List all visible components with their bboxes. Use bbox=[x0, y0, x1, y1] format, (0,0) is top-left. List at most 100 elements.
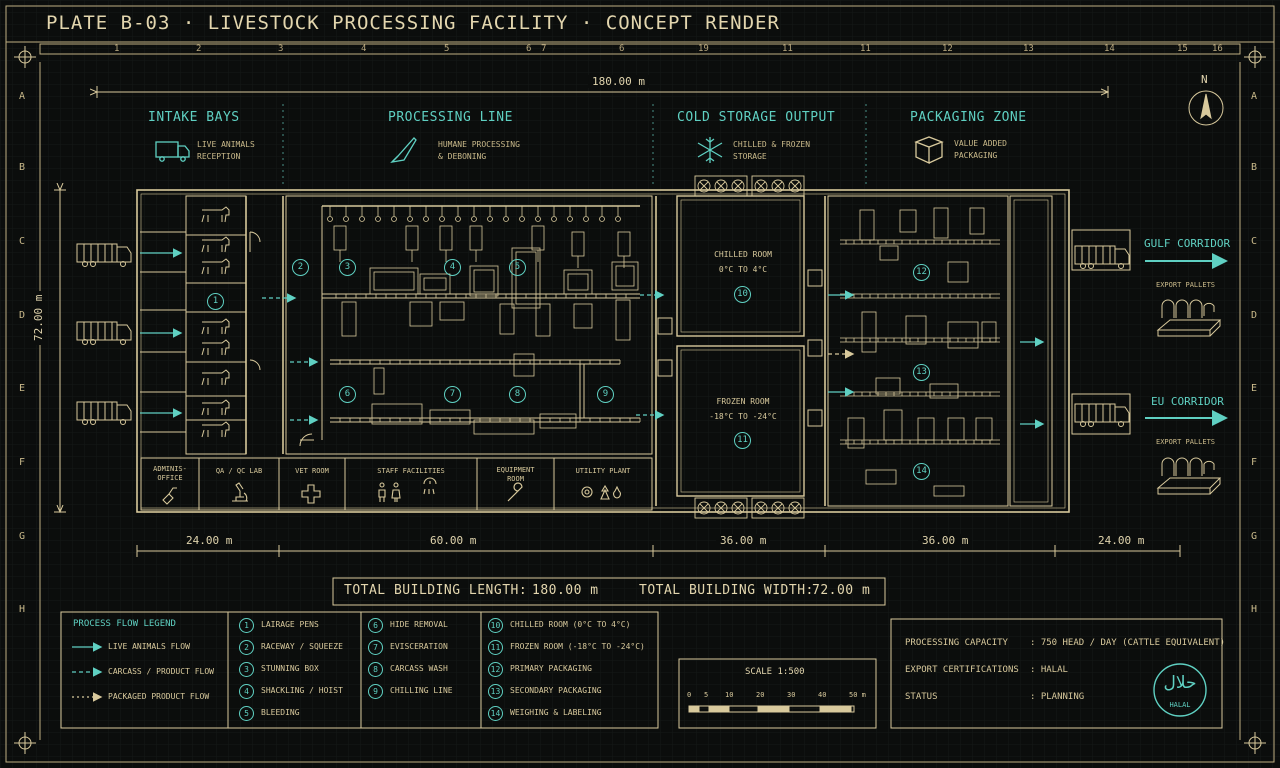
lairage-pens bbox=[140, 195, 284, 455]
info-key-status: STATUS bbox=[905, 692, 938, 702]
legend-flow-live: LIVE ANIMALS FLOW bbox=[108, 642, 190, 651]
legend-step-label: SECONDARY PACKAGING bbox=[510, 686, 602, 695]
north-label: N bbox=[1201, 73, 1208, 86]
fan-rotor bbox=[697, 501, 711, 515]
info-value-certifications: : HALAL bbox=[1030, 665, 1068, 675]
processing-station bbox=[511, 247, 541, 309]
plan-step-12: 12 bbox=[913, 264, 930, 281]
legend-step-label: CARCASS WASH bbox=[390, 664, 448, 673]
legend-step-number: 10 bbox=[488, 618, 503, 633]
plate-border bbox=[5, 5, 1275, 763]
packaging-station bbox=[847, 417, 865, 449]
processing-station bbox=[611, 261, 639, 291]
packaging-station bbox=[875, 377, 901, 395]
fan-blades bbox=[716, 181, 726, 191]
grid-row-b-left: B bbox=[19, 162, 26, 173]
segment-dim-packaging: 36.00 m bbox=[918, 534, 973, 547]
grid-row-f-right: F bbox=[1251, 457, 1258, 468]
truck-wheel bbox=[1088, 421, 1094, 427]
info-key-certifications: EXPORT CERTIFICATIONS bbox=[905, 665, 1019, 675]
processing-station bbox=[341, 301, 357, 337]
truck-wheel bbox=[1118, 421, 1124, 427]
rail-hook bbox=[519, 216, 525, 222]
legend-step-number: 7 bbox=[368, 640, 383, 655]
packaging-station bbox=[899, 209, 917, 233]
service-rooms-row bbox=[140, 457, 653, 511]
legend-step-number: 11 bbox=[488, 640, 503, 655]
grid-row-d-right: D bbox=[1251, 310, 1258, 321]
fan-blades bbox=[773, 181, 783, 191]
scale-tick-label: 5 bbox=[704, 691, 709, 699]
truck-wheel bbox=[90, 339, 96, 345]
truck-wheel bbox=[90, 419, 96, 425]
truck-wheel bbox=[1118, 263, 1124, 269]
zone-title-intake: INTAKE BAYS bbox=[148, 110, 240, 125]
legend-step-number: 9 bbox=[368, 684, 383, 699]
truck-wheel bbox=[1088, 263, 1094, 269]
plan-step-8: 8 bbox=[509, 386, 526, 403]
legend-step-label: EVISCERATION bbox=[390, 642, 448, 651]
grid-col-2: 2 bbox=[196, 44, 202, 54]
legend-step-label: STUNNING BOX bbox=[261, 664, 319, 673]
plan-step-11: 11 bbox=[734, 432, 751, 449]
legend-step-number: 8 bbox=[368, 662, 383, 677]
processing-station bbox=[615, 299, 631, 341]
processing-station bbox=[371, 403, 423, 425]
scale-bar bbox=[678, 658, 877, 729]
fan-blades bbox=[733, 503, 743, 513]
processing-station bbox=[419, 273, 451, 295]
grid-col-15: 15 bbox=[1177, 44, 1188, 54]
plan-step-6: 6 bbox=[339, 386, 356, 403]
corridor-eu-sub: EXPORT PALLETS bbox=[1156, 438, 1216, 446]
info-key-capacity: PROCESSING CAPACITY bbox=[905, 638, 1008, 648]
building-outline bbox=[136, 189, 1070, 513]
rail-hook bbox=[567, 216, 573, 222]
export-pallets-icon bbox=[1156, 299, 1222, 495]
rail-hook bbox=[471, 216, 477, 222]
grid-row-f-left: F bbox=[19, 457, 26, 468]
zone-sub-packaging: VALUE ADDED PACKAGING bbox=[954, 139, 1007, 160]
fan-rotor bbox=[714, 179, 728, 193]
legend-step-number: 2 bbox=[239, 640, 254, 655]
processing-hall bbox=[285, 195, 653, 455]
grid-col-11: 11 bbox=[860, 44, 871, 54]
total-width-label: TOTAL BUILDING WIDTH: bbox=[639, 583, 814, 598]
legend-step-label: FROZEN ROOM (-18°C TO -24°C) bbox=[510, 642, 645, 651]
fan-rotor bbox=[771, 501, 785, 515]
legend-swatches bbox=[72, 642, 103, 702]
truck-wheel bbox=[82, 419, 88, 425]
fan-rotor bbox=[771, 179, 785, 193]
rail-hook bbox=[391, 216, 397, 222]
zone-title-cold-storage: COLD STORAGE OUTPUT bbox=[677, 110, 836, 125]
knife-icon bbox=[390, 137, 417, 163]
grid-col-4: 4 bbox=[361, 44, 367, 54]
service-room-admin: ADMINIS- OFFICE bbox=[153, 465, 187, 482]
plan-step-1: 1 bbox=[207, 293, 224, 310]
packaging-station bbox=[883, 409, 903, 441]
truck-wheel bbox=[120, 339, 126, 345]
legend-step-number: 3 bbox=[239, 662, 254, 677]
rail-hook bbox=[599, 216, 605, 222]
microscope-icon bbox=[232, 482, 248, 502]
station-inner bbox=[373, 271, 415, 291]
info-value-status: : PLANNING bbox=[1030, 692, 1085, 702]
halal-seal-latin: HALAL bbox=[1169, 701, 1191, 709]
halal-seal-ring bbox=[1153, 663, 1207, 717]
fan-blades bbox=[790, 503, 800, 513]
service-room-utility: UTILITY PLANT bbox=[575, 467, 631, 475]
grid-col-12: 12 bbox=[942, 44, 953, 54]
plan-step-5: 5 bbox=[509, 259, 526, 276]
processing-station bbox=[499, 303, 515, 335]
fan-rotor bbox=[731, 179, 745, 193]
fan-blades bbox=[699, 503, 709, 513]
grid-col-1: 1 bbox=[114, 44, 120, 54]
legend-flow-carcass: CARCASS / PRODUCT FLOW bbox=[108, 667, 214, 676]
cold-storage-block bbox=[655, 195, 826, 506]
scale-label: SCALE 1:500 bbox=[745, 667, 805, 677]
info-box bbox=[890, 618, 1223, 729]
packaging-station bbox=[933, 207, 949, 239]
grid-row-c-left: C bbox=[19, 236, 26, 247]
rail-hook bbox=[535, 216, 541, 222]
corridor-gulf-sub: EXPORT PALLETS bbox=[1156, 281, 1216, 289]
